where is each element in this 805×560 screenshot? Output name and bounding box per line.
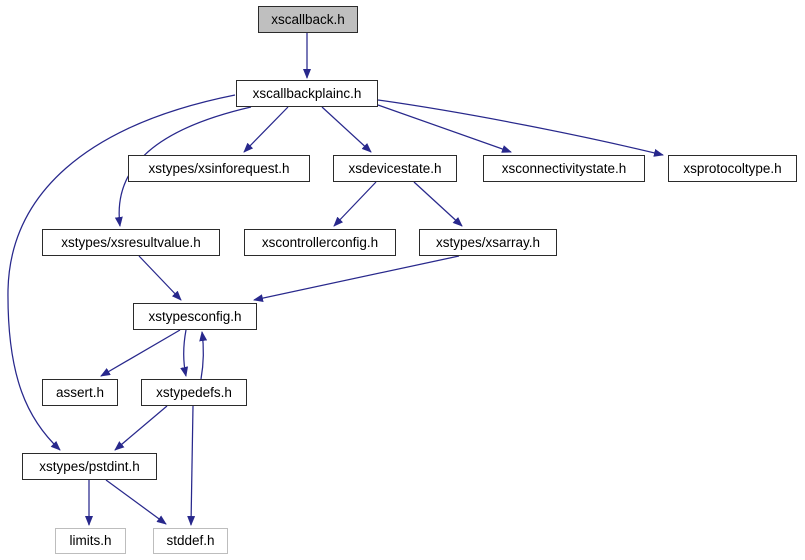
graph-node-xsprotocoltype[interactable]: xsprotocoltype.h [668, 155, 797, 182]
graph-node-xscallback: xscallback.h [258, 6, 358, 33]
graph-node-xsinforequest[interactable]: xstypes/xsinforequest.h [128, 155, 310, 182]
graph-node-xsconnectivitystate[interactable]: xsconnectivitystate.h [483, 155, 645, 182]
edge-xsdevicestate-to-xsarray [413, 181, 463, 227]
graph-node-xscontrollerconfig[interactable]: xscontrollerconfig.h [244, 229, 396, 256]
edge-xscallbackplainc-to-xsinforequest [243, 106, 289, 153]
graph-node-stddef: stddef.h [153, 528, 228, 554]
edge-xsresultvalue-to-xstypesconfig [138, 255, 182, 301]
edge-xscallbackplainc-to-xsdevicestate [321, 106, 372, 153]
edge-xstypedefs-to-stddef [187, 405, 196, 526]
edge-xstypedefs-to-pstdint [114, 405, 168, 451]
edge-xstypesconfig-to-assert [100, 329, 181, 377]
edge-xscallbackplainc-to-xsconnectivitystate [377, 104, 512, 153]
graph-node-xstypedefs[interactable]: xstypedefs.h [141, 379, 247, 406]
graph-node-xsarray[interactable]: xstypes/xsarray.h [419, 229, 557, 256]
graph-node-xscallbackplainc[interactable]: xscallbackplainc.h [236, 80, 378, 107]
edge-xsarray-to-xstypesconfig [253, 255, 460, 303]
edge-pstdint-to-stddef [105, 479, 167, 525]
edge-xscallbackplainc-to-pstdint [7, 94, 236, 451]
edge-xstypedefs-to-xstypesconfig [199, 331, 208, 380]
edge-xstypesconfig-to-xstypedefs [180, 329, 189, 377]
graph-node-xsdevicestate[interactable]: xsdevicestate.h [333, 155, 457, 182]
graph-node-pstdint[interactable]: xstypes/pstdint.h [22, 453, 157, 480]
graph-node-limits: limits.h [55, 528, 126, 554]
graph-node-assert[interactable]: assert.h [42, 379, 118, 406]
graph-node-xsresultvalue[interactable]: xstypes/xsresultvalue.h [42, 229, 220, 256]
edge-xscallbackplainc-to-xsresultvalue [114, 106, 252, 227]
edge-xsdevicestate-to-xscontrollerconfig [333, 181, 377, 227]
edge-xscallbackplainc-to-xsprotocoltype [377, 99, 664, 157]
graph-node-xstypesconfig[interactable]: xstypesconfig.h [133, 303, 257, 330]
